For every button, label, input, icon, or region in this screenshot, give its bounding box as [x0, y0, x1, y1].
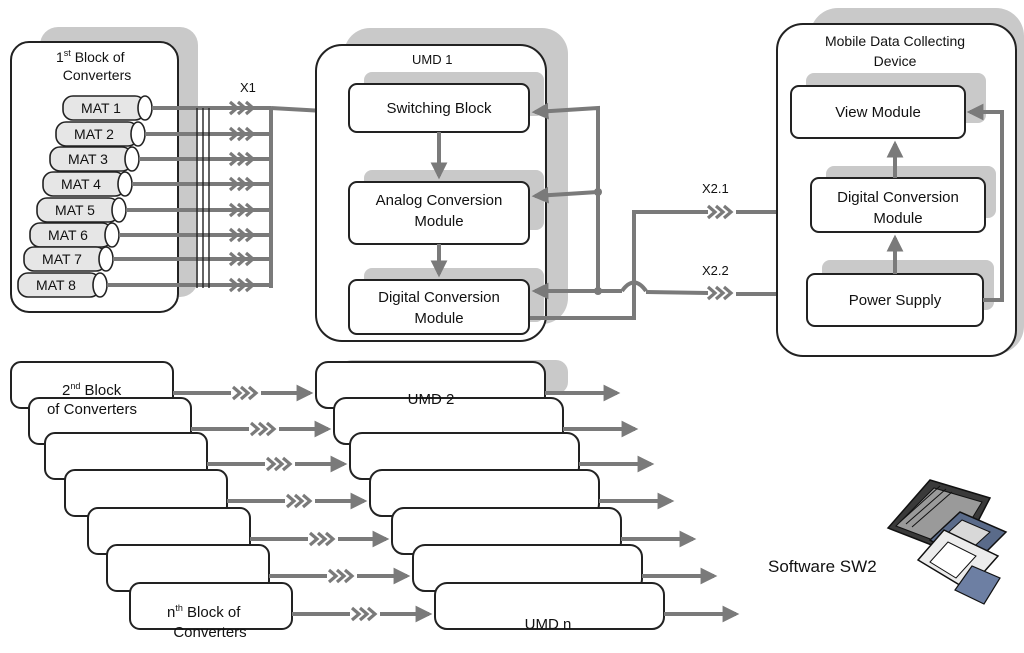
x21-label: X2.1 — [702, 181, 729, 196]
mat-2-label: MAT 2 — [74, 126, 114, 142]
mdc-title-1: Mobile Data Collecting — [825, 33, 965, 49]
mat-4-label: MAT 4 — [61, 176, 101, 192]
block-n-title: nth Block of — [167, 603, 241, 621]
mat-6-label: MAT 6 — [48, 227, 88, 243]
mat-8: MAT 8 — [17, 272, 108, 298]
lower-blocks — [10, 360, 740, 630]
converter-row-3 — [44, 432, 655, 480]
block-2-title: 2nd Block — [62, 381, 122, 399]
mat-7: MAT 7 — [23, 246, 114, 272]
mat-1-label: MAT 1 — [81, 100, 121, 116]
mat-1: MAT 1 — [62, 95, 153, 121]
mat-5-label: MAT 5 — [55, 202, 95, 218]
converter-row-7 — [129, 582, 740, 630]
view-module-label: View Module — [835, 104, 921, 121]
converter-row-5 — [87, 507, 697, 555]
mdc-digital-label-2: Module — [873, 210, 922, 227]
mat-2: MAT 2 — [55, 121, 146, 147]
software-label: Software SW2 — [768, 557, 877, 576]
converter-block-7 — [129, 582, 293, 630]
x2-connectors — [706, 204, 734, 301]
umd1-digital-label-2: Module — [414, 310, 463, 327]
umd-2-label: UMD 2 — [408, 391, 455, 408]
mat-6: MAT 6 — [29, 222, 120, 248]
block-1-title-line2: Converters — [63, 67, 131, 83]
switching-block-label: Switching Block — [386, 100, 492, 117]
umd-1-feedback — [530, 102, 809, 320]
mat-7-label: MAT 7 — [42, 251, 82, 267]
umd1-digital-conversion-module — [348, 279, 530, 335]
x1-bus — [196, 102, 346, 288]
mat-5: MAT 5 — [36, 197, 127, 223]
floppy-disks-icon — [886, 479, 1008, 605]
mat-8-label: MAT 8 — [36, 277, 76, 293]
umd1-digital-label-1: Digital Conversion — [378, 289, 500, 306]
mdc-title-2: Device — [874, 53, 917, 69]
mat-stack: MAT 1 MAT 2 MAT 3 MAT 4 MAT 5 MAT 6 MAT 7 MAT 8 — [17, 95, 271, 298]
mdc-digital-label-1: Digital Conversion — [837, 189, 959, 206]
mdc-digital-conversion-module — [810, 177, 986, 233]
x1-label: X1 — [240, 80, 256, 95]
mat-3: MAT 3 — [49, 146, 140, 172]
umd-n-label: UMD n — [525, 616, 572, 633]
umd-1-title: UMD 1 — [412, 52, 452, 67]
view-module — [790, 85, 966, 139]
umd-block-7 — [434, 582, 665, 630]
mobile-data-collecting-device: Mobile Data Collecting Device View Modul… — [776, 8, 1024, 357]
block-1-title: 1st Block of — [56, 48, 125, 65]
converter-row-6 — [106, 544, 718, 592]
converter-row-4 — [64, 469, 675, 517]
block-n-title-line2: Converters — [173, 624, 246, 641]
umd-1: UMD 1 Switching Block Analog Conversion … — [315, 28, 568, 342]
analog-label-2: Module — [414, 213, 463, 230]
mat-4: MAT 4 — [42, 171, 133, 197]
analog-label-1: Analog Conversion — [376, 192, 503, 209]
converter-row-1 — [10, 361, 621, 409]
power-supply-label: Power Supply — [849, 292, 942, 309]
mat-3-label: MAT 3 — [68, 151, 108, 167]
block-2-title-line2: of Converters — [47, 401, 137, 418]
x22-label: X2.2 — [702, 263, 729, 278]
